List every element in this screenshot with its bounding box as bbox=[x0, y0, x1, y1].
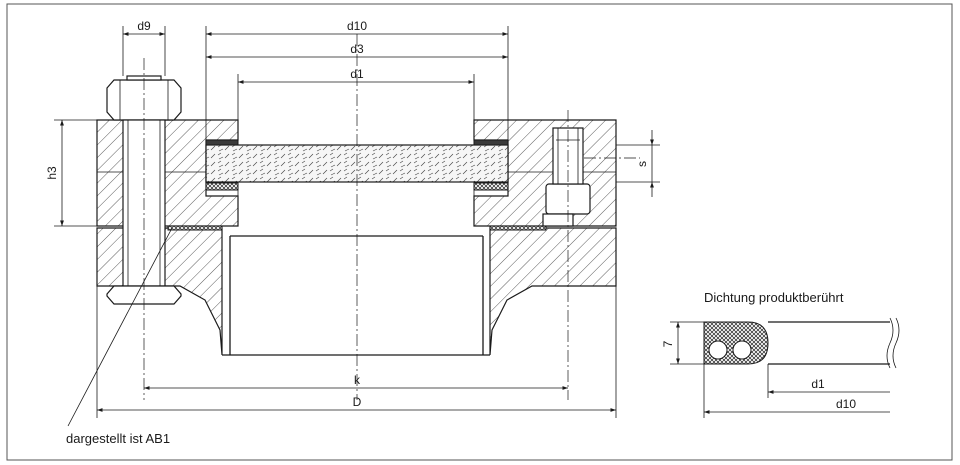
gasket-title: Dichtung produktberührt bbox=[704, 290, 844, 305]
flange-gasket-right bbox=[489, 225, 547, 231]
gasket-dim-d1: d1 bbox=[811, 377, 825, 391]
dim-d9: d9 bbox=[137, 19, 151, 33]
dim-D: D bbox=[353, 395, 362, 409]
lower-seal-right bbox=[473, 182, 509, 191]
gasket-dim-d10: d10 bbox=[836, 397, 856, 411]
dim-s: s bbox=[635, 161, 649, 167]
lower-flange-right bbox=[489, 227, 617, 356]
upper-seal-left bbox=[205, 139, 239, 146]
note-text: dargestellt ist AB1 bbox=[66, 431, 170, 446]
dim-d1: d1 bbox=[350, 67, 364, 81]
gasket-height: 7 bbox=[661, 340, 675, 347]
upper-seal-right bbox=[473, 139, 509, 146]
section-view bbox=[96, 34, 640, 400]
dimensions: d9 d10 d3 d1 h3 s k D bbox=[45, 19, 660, 446]
dim-d10: d10 bbox=[347, 19, 367, 33]
lower-seal-left bbox=[205, 182, 239, 191]
dim-h3: h3 bbox=[45, 166, 59, 180]
flange-gasket-left bbox=[167, 225, 223, 231]
gasket-detail: Dichtung produktberührt 7 d1 d10 bbox=[661, 290, 900, 418]
dim-k: k bbox=[354, 373, 361, 387]
page-frame bbox=[6, 3, 953, 461]
dim-d3: d3 bbox=[350, 42, 364, 56]
